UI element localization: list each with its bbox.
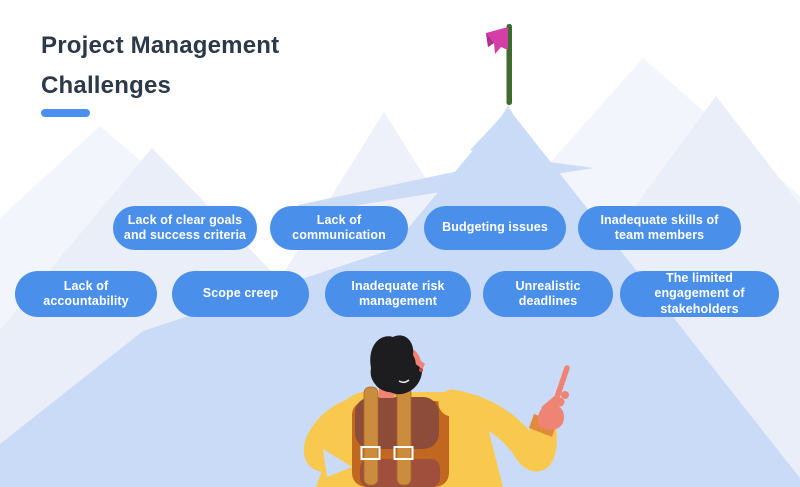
flag-icon: [486, 24, 512, 105]
pill-label: The limited engagement of stakeholders: [654, 271, 745, 316]
pointing-hand: [537, 365, 570, 430]
pill-label: Inadequate risk management: [351, 278, 445, 308]
challenge-pill-communication: Lack of communication: [270, 206, 408, 250]
challenge-pill-accountability: Lack of accountability: [15, 271, 157, 317]
challenge-pill-stakeholders: The limited engagement of stakeholders: [620, 271, 779, 317]
lips: [419, 368, 423, 372]
title-line-2: Challenges: [41, 72, 172, 99]
buckle-icon: [360, 446, 381, 460]
backpack: [352, 386, 449, 487]
hiker-left-arm: [303, 400, 352, 473]
mouth: [398, 379, 410, 384]
challenge-pill-budgeting: Budgeting issues: [424, 206, 566, 250]
pill-label: Inadequate skills of team members: [600, 212, 719, 242]
pill-label: Unrealistic deadlines: [515, 278, 581, 308]
challenge-pill-skills: Inadequate skills of team members: [578, 206, 741, 250]
beard: [382, 362, 422, 395]
challenge-pill-scope-creep: Scope creep: [172, 271, 309, 317]
pill-label: Lack of accountability: [43, 278, 129, 308]
challenge-pill-clear-goals: Lack of clear goals and success criteria: [113, 206, 257, 250]
title-accent-bar: [41, 109, 90, 117]
hiker-illustration: [303, 335, 570, 487]
buckle-icon: [393, 446, 414, 460]
pill-label: Lack of communication: [292, 212, 386, 242]
pill-label: Budgeting issues: [442, 220, 548, 235]
title-line-1: Project Management: [41, 32, 280, 59]
challenge-pill-risk: Inadequate risk management: [325, 271, 471, 317]
hiker-head: [370, 335, 425, 398]
challenge-pill-deadlines: Unrealistic deadlines: [483, 271, 613, 317]
page-title: Project Management Challenges: [41, 26, 279, 106]
hiker-pointing-arm: [438, 389, 557, 472]
pill-label: Scope creep: [202, 286, 279, 301]
pill-label: Lack of clear goals and success criteria: [123, 212, 247, 242]
